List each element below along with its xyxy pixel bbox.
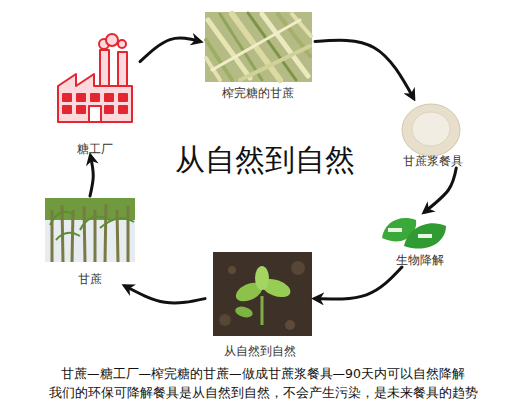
plate-photo (402, 104, 460, 156)
diagram-title: 从自然到自然 (140, 140, 390, 180)
leaf-icon (382, 218, 446, 249)
process-node: 甘蔗 (40, 196, 140, 286)
factory-icon (58, 34, 132, 122)
sugarcane-photo (45, 198, 135, 262)
node-label: 从自然到自然 (224, 344, 296, 358)
diagram-caption: 甘蔗—糖工厂—榨完糖的甘蔗—做成甘蔗浆餐具—90天内可以自然降解 我们的环保可降… (28, 364, 498, 402)
flow-arrow (140, 38, 200, 62)
process-node: 榨完糖的甘蔗 (200, 10, 315, 100)
process-node: 生物降解 (375, 212, 465, 267)
flow-arrow (90, 156, 93, 196)
node-label: 糖工厂 (77, 142, 113, 156)
process-node: 甘蔗浆餐具 (385, 98, 480, 168)
sprout-photo (213, 252, 312, 336)
bagasse-photo (205, 12, 312, 82)
flow-arrow (315, 267, 402, 299)
process-node: 糖工厂 (50, 38, 140, 156)
node-label: 甘蔗浆餐具 (403, 154, 463, 168)
node-label: 甘蔗 (78, 272, 102, 286)
flow-arrow (125, 286, 205, 303)
node-label: 榨完糖的甘蔗 (222, 86, 294, 100)
flow-arrow (315, 40, 414, 98)
flow-arrow (425, 168, 457, 212)
node-label: 生物降解 (396, 253, 444, 267)
process-node: 从自然到自然 (205, 250, 315, 358)
